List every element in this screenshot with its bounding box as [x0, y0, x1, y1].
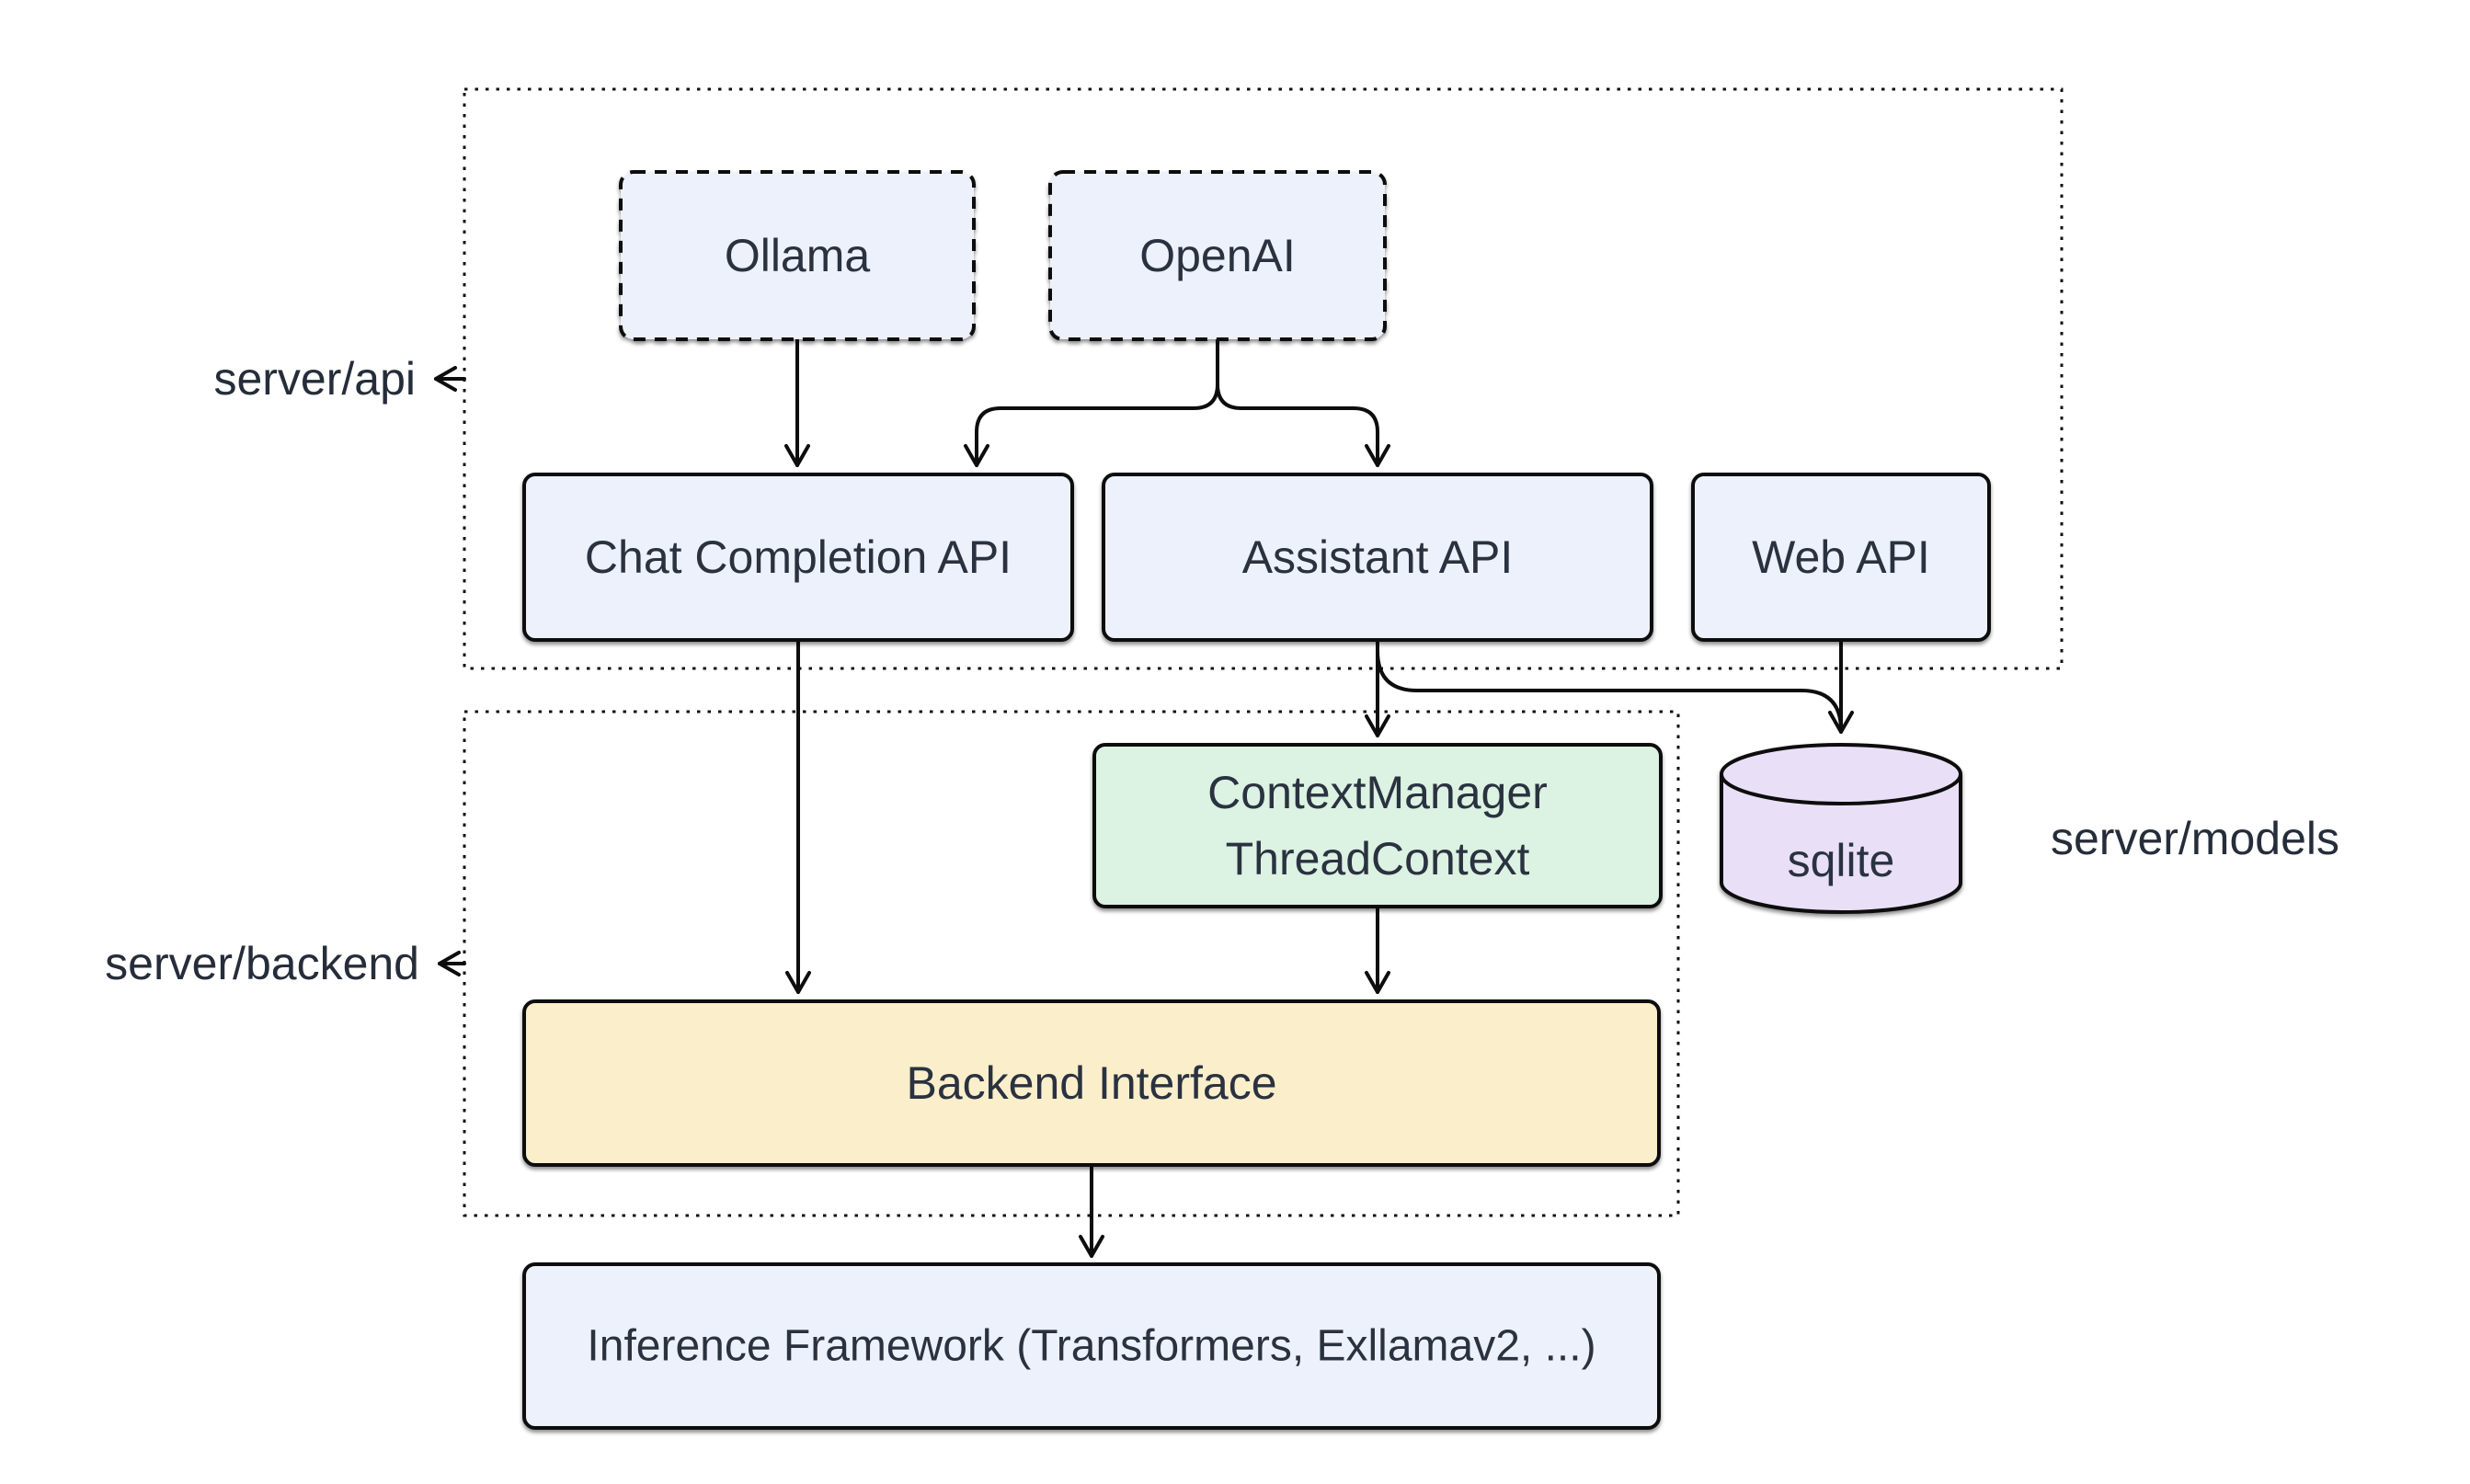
server-models-label: server/models	[2051, 813, 2339, 864]
openai-node	[1048, 170, 1387, 341]
edge-assistant-to-sqlite-branch	[1376, 649, 1843, 732]
ollama-node	[619, 170, 976, 341]
chat-completion-api-label: Chat Completion API	[585, 531, 1012, 583]
inference-framework-label: Inference Framework (Transformers, Exlla…	[587, 1322, 1595, 1371]
backend-interface-label: Backend Interface	[906, 1057, 1276, 1109]
backend-interface-node	[522, 999, 1661, 1167]
sqlite-label: sqlite	[1788, 835, 1895, 886]
server-backend-label: server/backend	[105, 938, 419, 989]
web-api-node	[1691, 473, 1991, 642]
sqlite-cylinder-rim	[1720, 773, 1962, 805]
sqlite-database-cylinder	[1720, 743, 1962, 914]
assistant-api-node	[1102, 473, 1653, 642]
chat-completion-api-node	[522, 473, 1074, 642]
web-api-label: Web API	[1752, 531, 1930, 583]
context-manager-label-line1: ContextManager	[1207, 767, 1548, 818]
context-manager-node	[1092, 743, 1663, 908]
edge-openai-to-assistant	[1216, 337, 1390, 467]
server-api-label: server/api	[213, 353, 416, 405]
sqlite-cylinder-body	[1720, 743, 1962, 914]
assistant-api-label: Assistant API	[1242, 531, 1514, 583]
context-manager-label-line2: ThreadContext	[1226, 833, 1530, 885]
openai-label: OpenAI	[1139, 230, 1296, 281]
ollama-label: Ollama	[725, 230, 871, 281]
inference-framework-node	[522, 1262, 1661, 1430]
edge-openai-to-chat	[964, 337, 1219, 467]
